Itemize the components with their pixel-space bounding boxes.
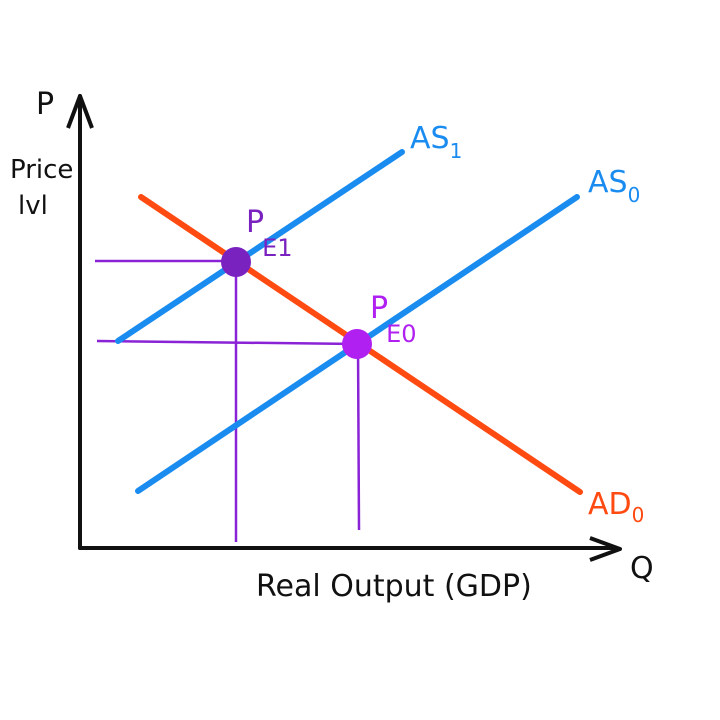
x-axis-title: Real Output (GDP)	[256, 569, 532, 604]
x-axis-label: Q	[630, 551, 654, 586]
pe0-price-guide	[96, 339, 359, 346]
y-axis-label: P	[36, 87, 54, 122]
as1-curve	[115, 149, 405, 344]
y-axis-arrow-icon	[66, 94, 94, 129]
pe0-point	[342, 329, 372, 359]
pe1-point	[221, 247, 251, 277]
pe0-output-guide	[356, 343, 361, 531]
y-axis-sublabel-price: Price	[10, 155, 73, 185]
as0-label: AS0	[588, 165, 640, 207]
ad0-label: AD0	[588, 487, 644, 527]
as1-label: AS1	[410, 121, 462, 163]
y-axis-sublabel-level: lvl	[18, 191, 48, 221]
x-axis-arrow-icon	[589, 536, 622, 562]
